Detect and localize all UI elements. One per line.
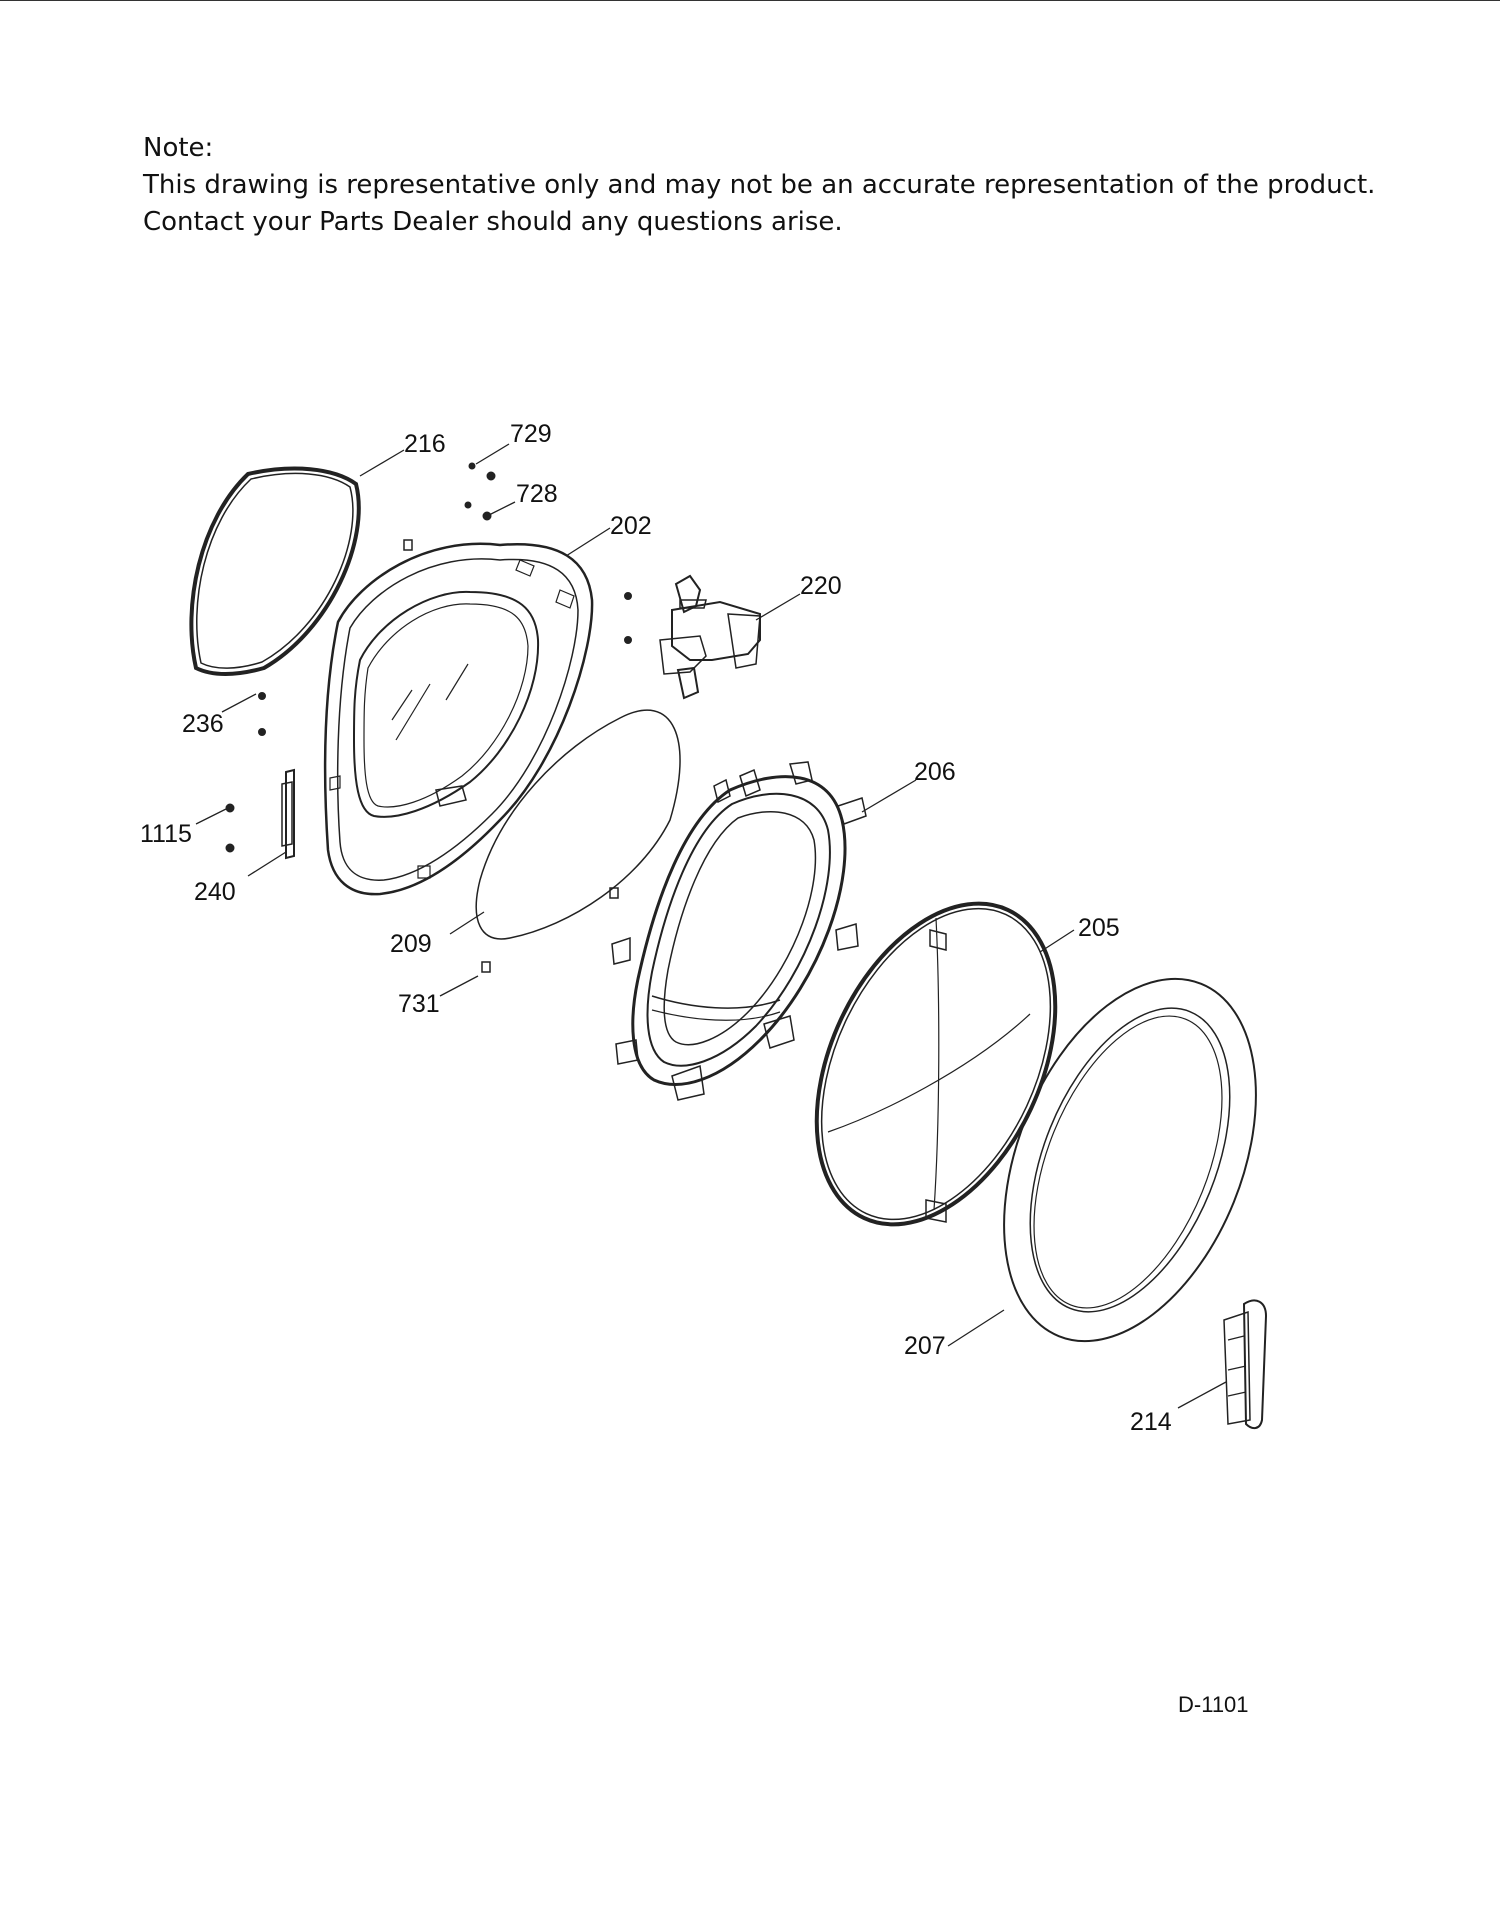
drawing-id: D-1101 [1178, 1692, 1249, 1717]
part-220-door-hinge [624, 574, 761, 700]
part-236-1115-240-latch-hardware [225, 692, 295, 860]
callout-731: 731 [398, 990, 440, 1018]
part-209-door-glass [475, 709, 681, 940]
part-216-door-gasket [189, 466, 361, 676]
callout-205: 205 [1078, 914, 1120, 942]
callout-206: 206 [914, 758, 956, 786]
note-line-2: Contact your Parts Dealer should any que… [143, 207, 843, 237]
callout-728: 728 [516, 480, 558, 508]
callout-729: 729 [510, 420, 552, 448]
callout-209: 209 [390, 930, 432, 958]
callout-240: 240 [194, 878, 236, 906]
callout-236: 236 [182, 710, 224, 738]
part-202-door-inner-frame [323, 542, 594, 896]
callout-214: 214 [1130, 1408, 1172, 1436]
callout-216: 216 [404, 430, 446, 458]
small-fasteners [403, 462, 619, 973]
part-205-window-retainer-ring [814, 901, 1058, 1227]
note-heading: Note: [143, 133, 214, 163]
part-206-door-outer-frame [611, 761, 867, 1101]
part-214-door-handle [1223, 1299, 1268, 1430]
callout-207: 207 [904, 1332, 946, 1360]
top-border-rule [0, 0, 1500, 1]
note-line-1: This drawing is representative only and … [143, 170, 1376, 200]
callout-220: 220 [800, 572, 842, 600]
callout-1115: 1115 [140, 820, 192, 848]
disclaimer-note: Note: This drawing is representative onl… [143, 130, 1393, 241]
callout-202: 202 [610, 512, 652, 540]
callout-leader-lines [195, 443, 1227, 1409]
part-207-door-trim-ring [1003, 977, 1257, 1343]
